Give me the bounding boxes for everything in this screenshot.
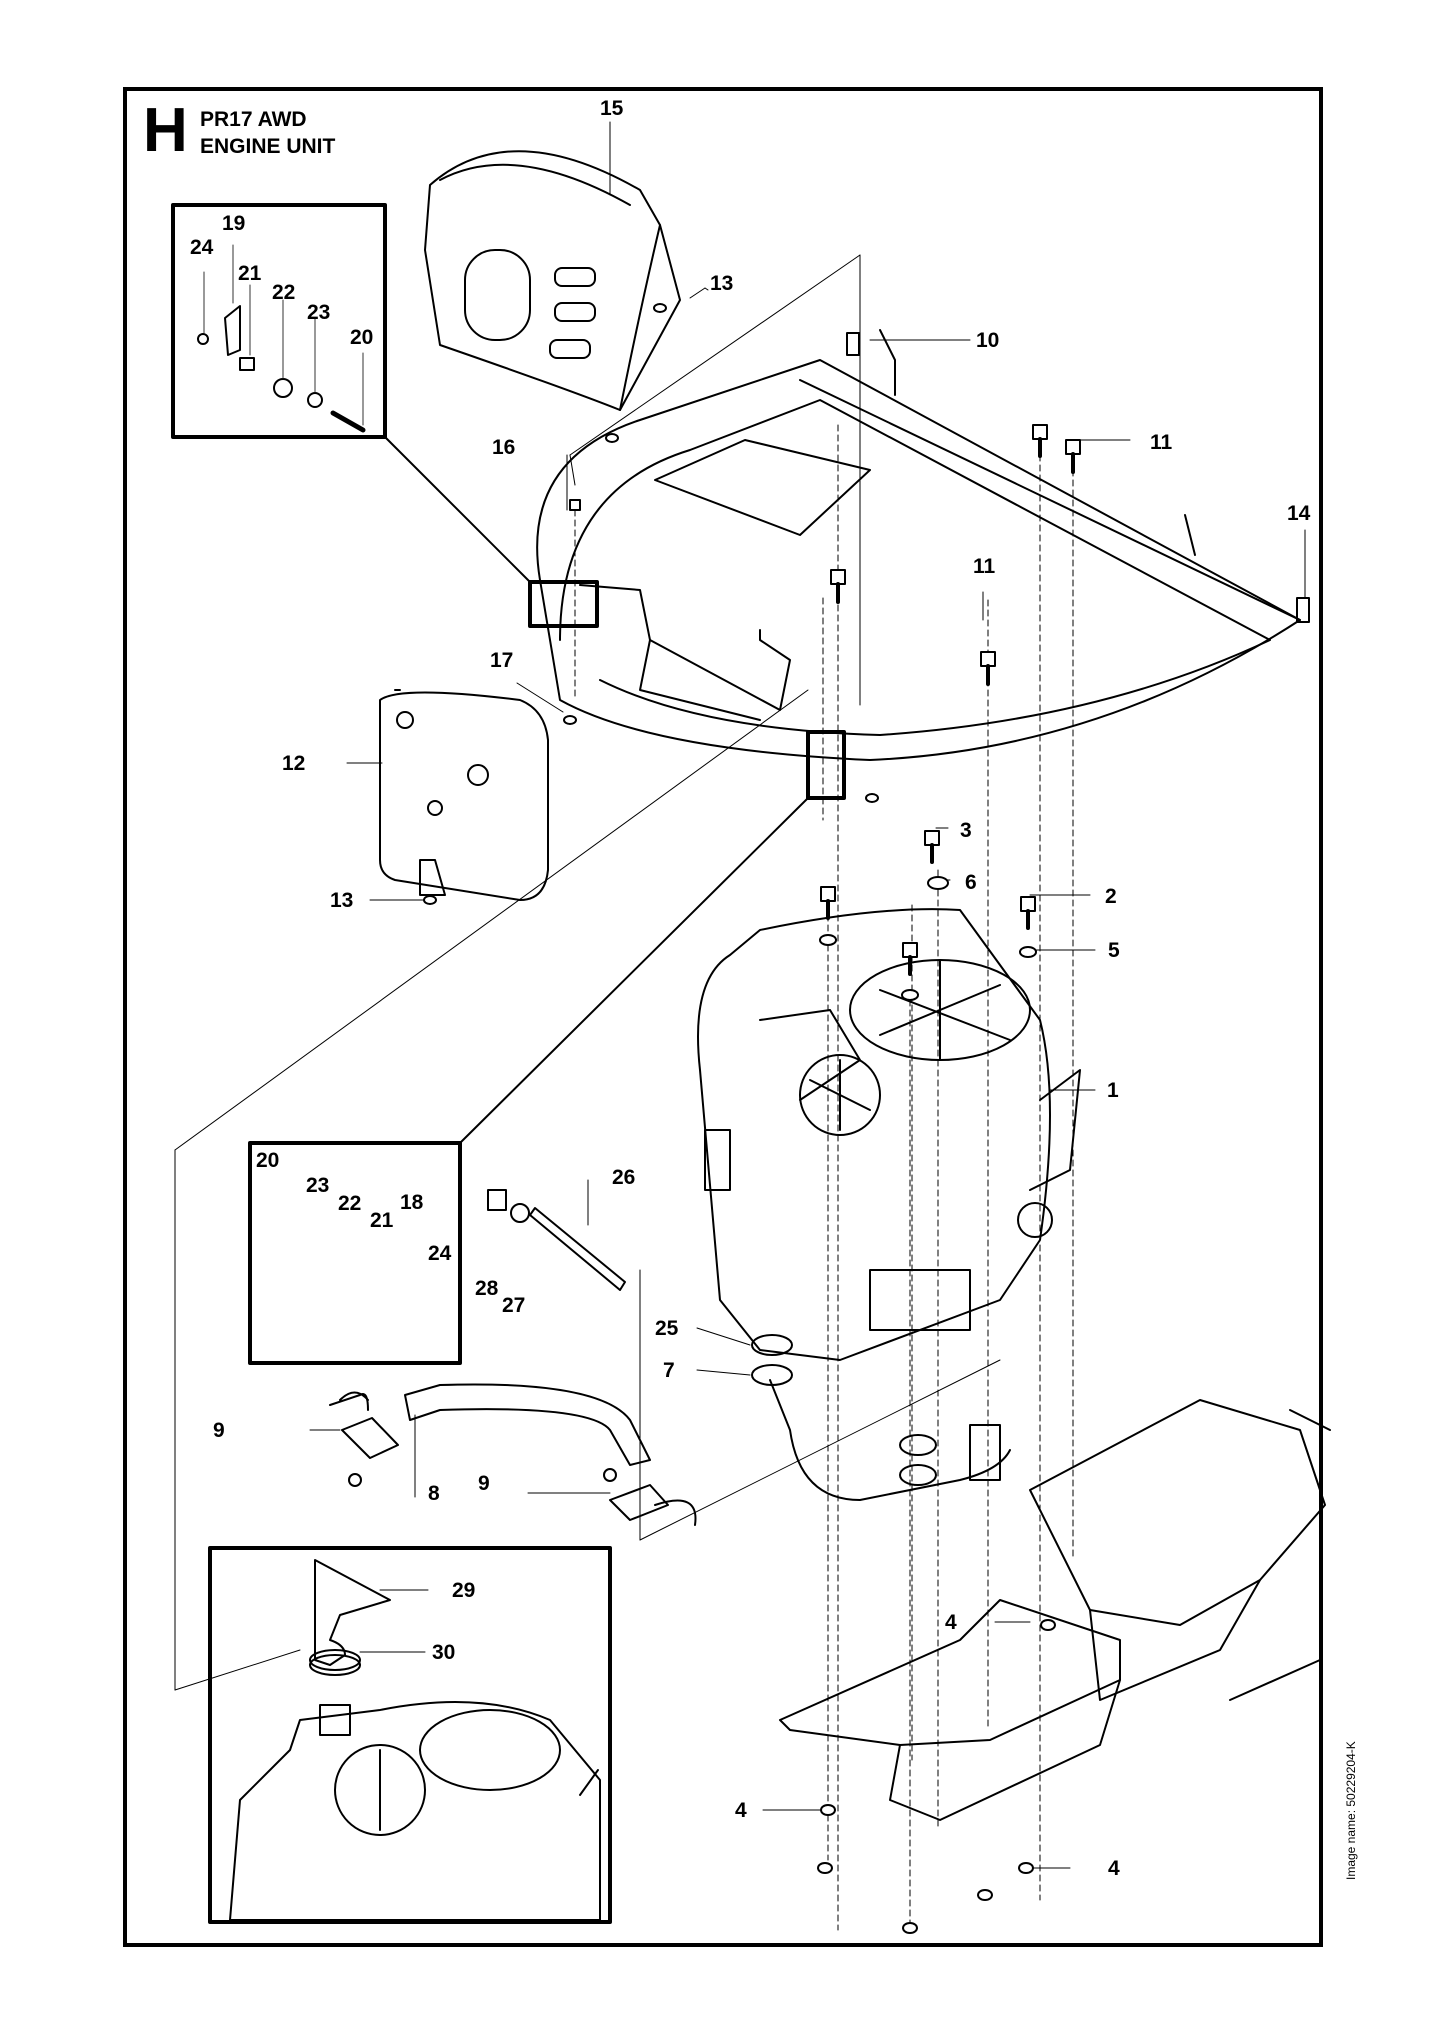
- callout-11: 11: [1150, 431, 1173, 454]
- callout-10: 10: [976, 329, 1000, 352]
- exhaust-pipe-7-25: [751, 1334, 1011, 1501]
- callout-24-b: 24: [428, 1242, 452, 1265]
- title-unit: ENGINE UNIT: [200, 135, 336, 158]
- callout-16: 16: [492, 436, 516, 459]
- hinge-assembly-upper: [197, 305, 366, 433]
- callout-13: 13: [710, 272, 734, 295]
- callout-19: 19: [222, 212, 246, 235]
- callout-9: 9: [213, 1419, 225, 1442]
- callout-3: 3: [960, 819, 972, 842]
- callout-21: 21: [238, 262, 262, 285]
- engine-detail-view: [229, 1701, 601, 1921]
- callout-28: 28: [475, 1277, 499, 1300]
- callout-25: 25: [655, 1317, 679, 1340]
- callout-18: 18: [400, 1191, 424, 1214]
- callout-4-b: 4: [735, 1799, 747, 1822]
- callout-2: 2: [1105, 885, 1117, 908]
- detail-box-bottom: [208, 1546, 612, 1924]
- callout-5: 5: [1108, 939, 1120, 962]
- callout-26: 26: [612, 1166, 636, 1189]
- callout-22: 22: [272, 281, 296, 304]
- callout-1: 1: [1107, 1079, 1119, 1102]
- callout-11-b: 11: [973, 555, 996, 578]
- callout-13-b: 13: [330, 889, 354, 912]
- callout-8: 8: [428, 1482, 440, 1505]
- chassis-frame: [779, 1399, 1331, 1821]
- detail-box-upper: [171, 203, 387, 439]
- front-cover-15: [424, 150, 681, 411]
- callout-9-b: 9: [478, 1472, 490, 1495]
- callout-27: 27: [502, 1294, 526, 1317]
- hose-clamp-30: [309, 1649, 361, 1676]
- callout-4-c: 4: [1108, 1857, 1120, 1880]
- clamp-9b: [603, 1468, 697, 1526]
- callout-20-b: 20: [256, 1149, 280, 1172]
- callout-6: 6: [965, 871, 977, 894]
- callout-17: 17: [490, 649, 514, 672]
- callout-29: 29: [452, 1579, 476, 1602]
- callout-4: 4: [945, 1611, 957, 1634]
- callout-23-b: 23: [306, 1174, 330, 1197]
- callout-14: 14: [1287, 502, 1311, 525]
- callout-21-b: 21: [370, 1209, 394, 1232]
- detail-marker-upper: [528, 580, 599, 628]
- callout-30: 30: [432, 1641, 456, 1664]
- callout-15: 15: [600, 97, 624, 120]
- callout-23: 23: [307, 301, 331, 324]
- exhaust-deflector-29: [314, 1559, 391, 1666]
- diagram-frame: [123, 87, 1323, 1947]
- section-letter: H: [143, 96, 188, 165]
- callout-24: 24: [190, 236, 214, 259]
- bolt-26: [487, 1189, 626, 1291]
- callout-7: 7: [663, 1359, 675, 1382]
- clamp-9a: [339, 1391, 399, 1487]
- muffler-12: [379, 689, 549, 901]
- callout-12: 12: [282, 752, 306, 775]
- frame-bracket: [536, 329, 1310, 761]
- callout-22-b: 22: [338, 1192, 362, 1215]
- detail-box-lower: [248, 1141, 462, 1365]
- fasteners: [423, 303, 1081, 1934]
- title-model: PR17 AWD: [200, 108, 307, 131]
- callout-20: 20: [350, 326, 374, 349]
- image-name-label: Image name: 50229204-K: [1344, 1741, 1358, 1880]
